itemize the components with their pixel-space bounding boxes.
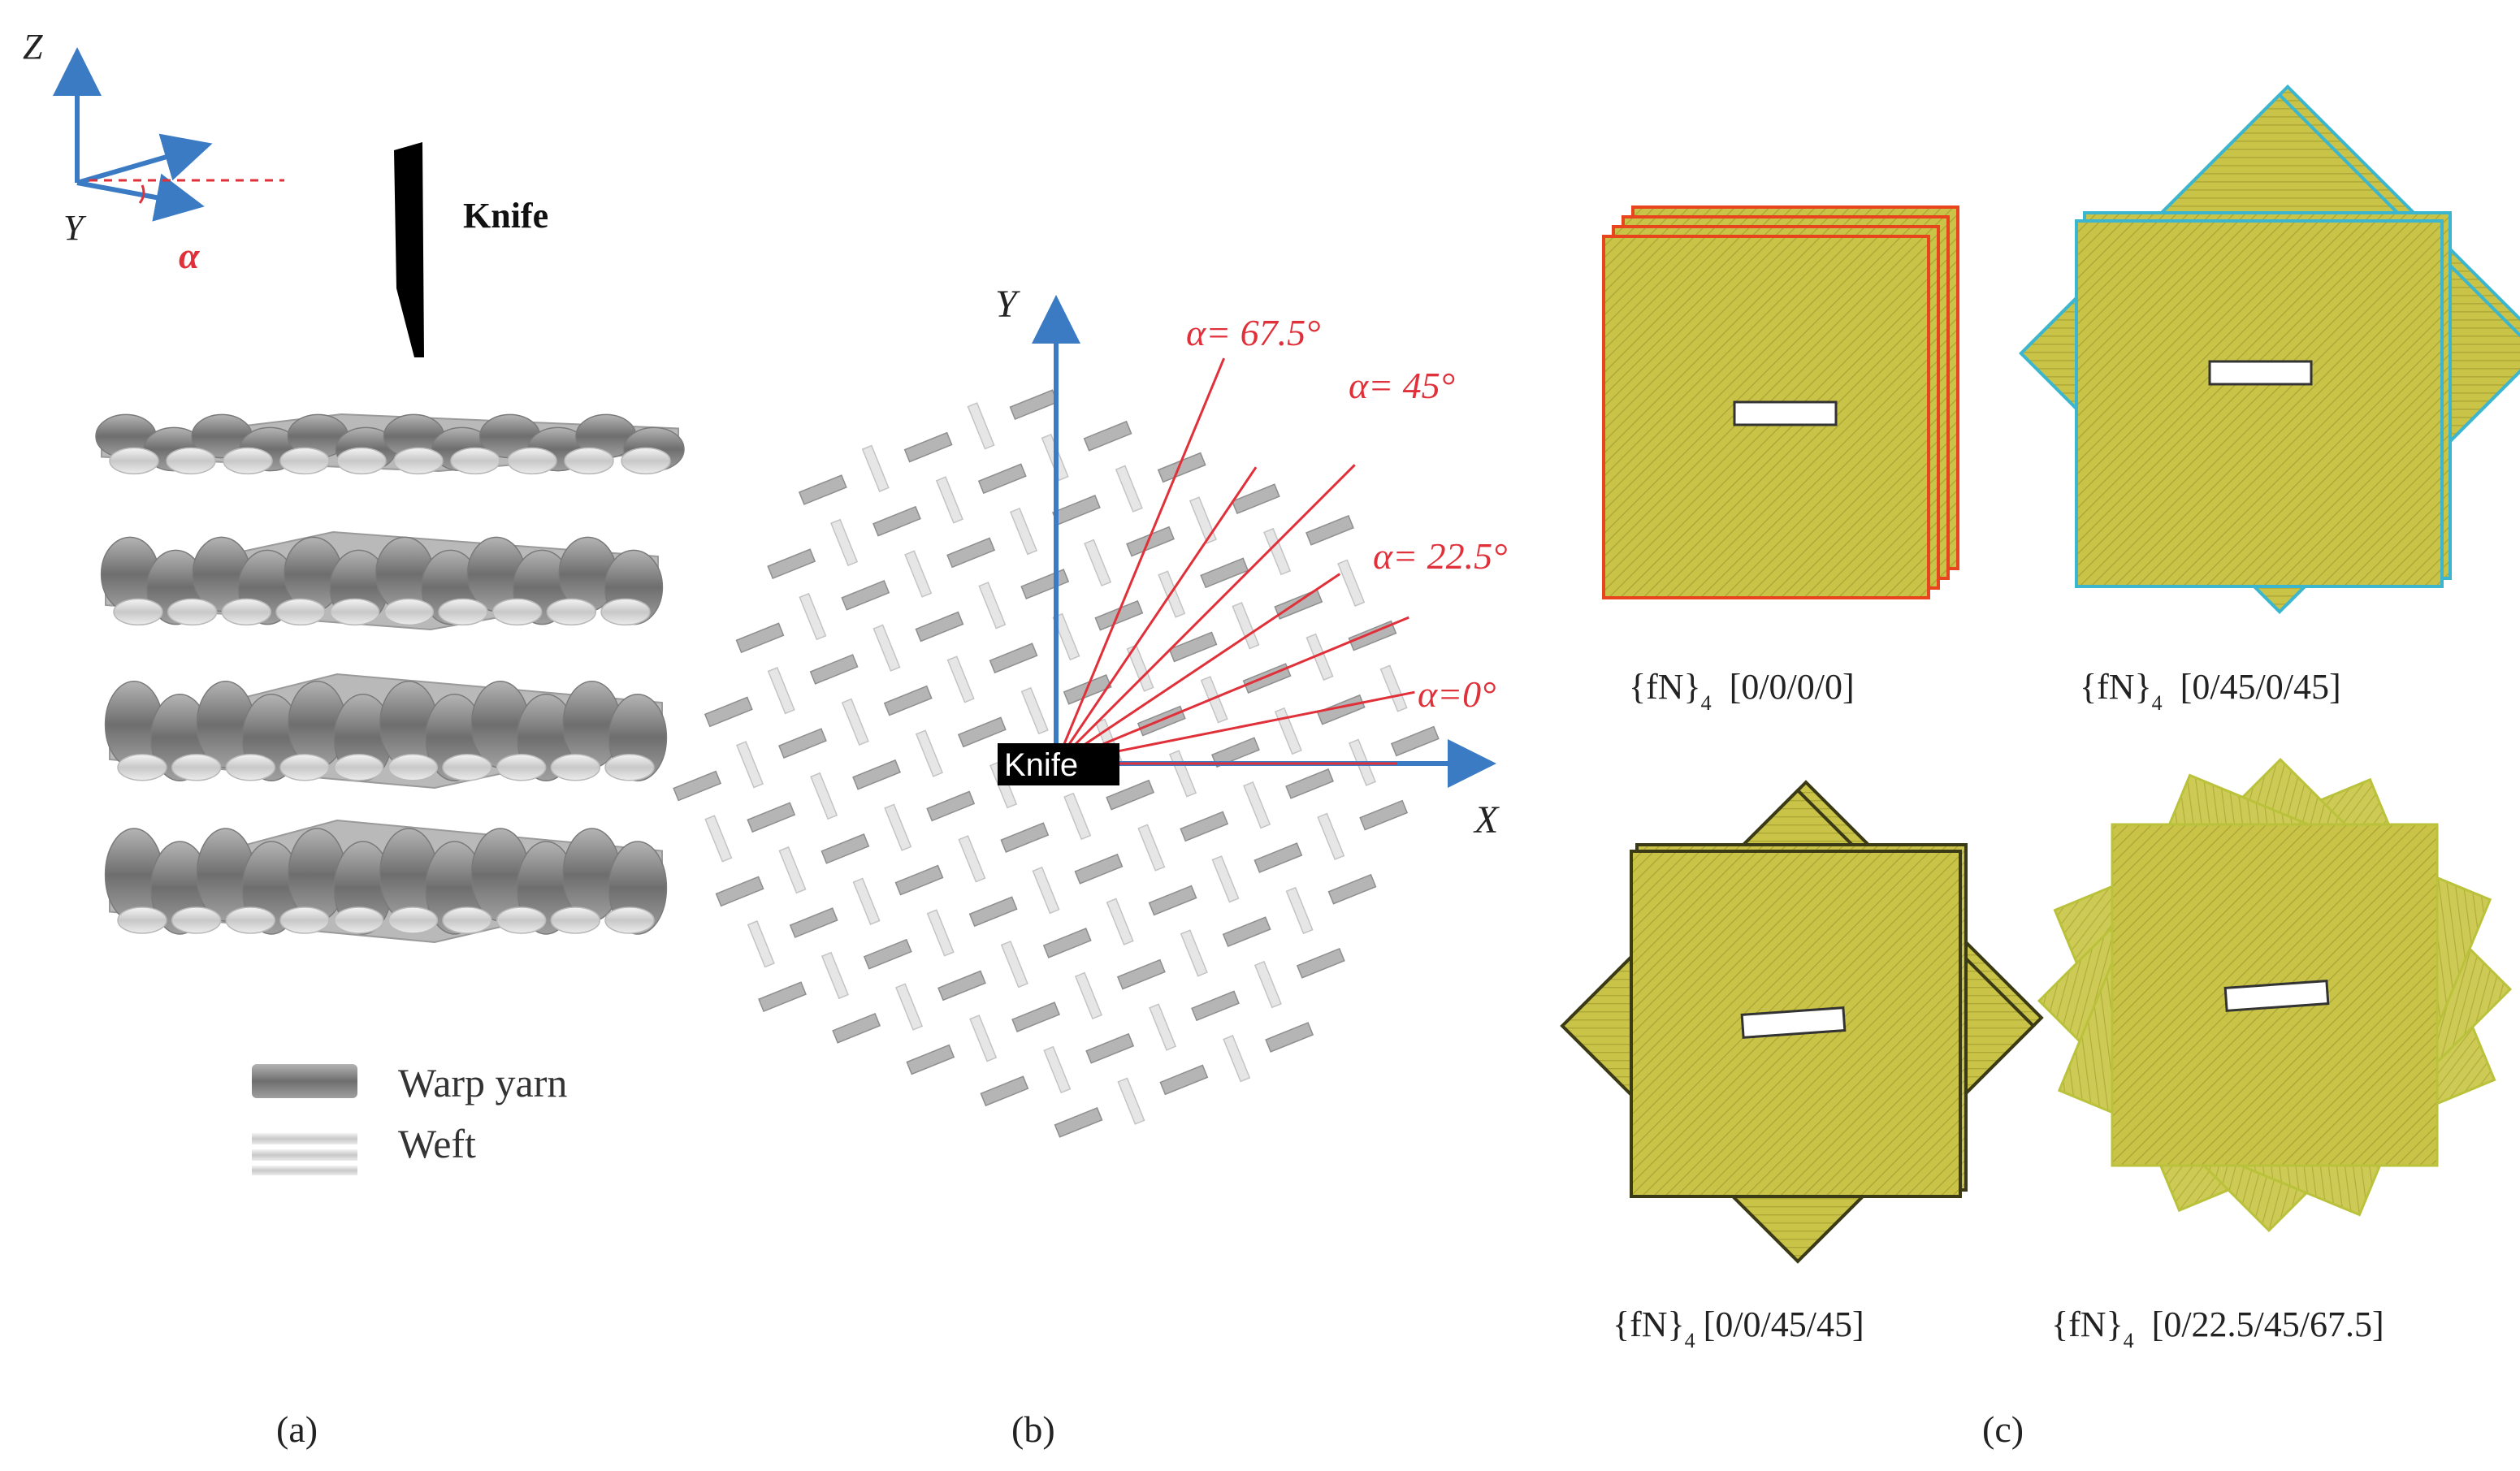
stack-subscript: 4 bbox=[1685, 1329, 1695, 1352]
weft-legend-swatch-3 bbox=[252, 1166, 357, 1175]
cut-slot bbox=[1733, 400, 1838, 426]
stack-label-4: {fN}4 [0/22.5/45/67.5] bbox=[2051, 1304, 2384, 1352]
z-axis-label: Z bbox=[23, 27, 43, 67]
warp-legend-label: Warp yarn bbox=[398, 1060, 567, 1105]
cutting-angle-line-1 bbox=[1054, 357, 1226, 764]
knife-marker-label: Knife bbox=[1004, 747, 1078, 783]
cut-slot bbox=[1740, 1006, 1847, 1039]
stack-subscript: 4 bbox=[1701, 691, 1712, 715]
cut-slot bbox=[2208, 360, 2313, 386]
fabric-layer-stack bbox=[95, 413, 685, 944]
stack-name: {fN} bbox=[1629, 667, 1701, 707]
stack-label-1: {fN}4 [0/0/0/0] bbox=[1629, 667, 1855, 715]
yarn-legend: Warp yarn Weft bbox=[252, 1060, 567, 1175]
stack-name: {fN} bbox=[2080, 667, 2152, 707]
panel-b: Y X α= 67.5° α= 45° α= 22.5° α=0° Knife … bbox=[673, 283, 1508, 1450]
lower-direction-arrow bbox=[76, 173, 205, 222]
stack-subscript: 4 bbox=[2124, 1329, 2134, 1352]
stack-layup: [0/0/0/0] bbox=[1730, 667, 1855, 707]
caption-b: (b) bbox=[1011, 1408, 1055, 1450]
stack-name: {fN} bbox=[2051, 1304, 2124, 1344]
weft-legend-swatch-1 bbox=[252, 1133, 357, 1144]
stack-label-3: {fN}4 [0/0/45/45] bbox=[1613, 1304, 1864, 1352]
stack-0-0-45-45 bbox=[1560, 780, 2044, 1264]
fabric-layer-2 bbox=[100, 530, 664, 631]
alpha-arc bbox=[138, 184, 145, 204]
cutting-angle-line-6 bbox=[1055, 573, 1341, 765]
panel-c: {fN}4[0/0/0/0] {fN}4[0/45/0/45] {fN}4[0/… bbox=[1560, 84, 2520, 1450]
knife-blade bbox=[394, 142, 424, 357]
svg-text:{fN}4[0/22.5/45/67.5]: {fN}4 [0/22.5/45/67.5] bbox=[2051, 1304, 2384, 1352]
stack-0-0-0-0 bbox=[1602, 206, 1959, 599]
y-axis-label: Y bbox=[995, 283, 1020, 326]
angle-label-45: α= 45° bbox=[1349, 365, 1455, 406]
stack-subscript: 4 bbox=[2152, 691, 2163, 715]
weft-legend-label: Weft bbox=[398, 1121, 476, 1166]
angle-label-67-5: α= 67.5° bbox=[1186, 312, 1321, 353]
warp-legend-swatch bbox=[252, 1064, 357, 1098]
alpha-label: α bbox=[179, 235, 201, 276]
cutting-angle-line-5 bbox=[1054, 466, 1258, 764]
stack-layup: [0/0/45/45] bbox=[1704, 1304, 1864, 1344]
svg-text:{fN}4[0/0/45/45]: {fN}4 [0/0/45/45] bbox=[1613, 1304, 1864, 1352]
fabric-layer-1 bbox=[95, 413, 685, 475]
fabric-layer-4 bbox=[104, 819, 668, 944]
cutting-angle-line-2 bbox=[1054, 464, 1356, 765]
panel-a: Z Y α Knife Warp yarn Weft (a) bbox=[23, 27, 685, 1450]
stack-0-45-0-45 bbox=[2018, 84, 2520, 615]
stack-layup: [0/22.5/45/67.5] bbox=[2152, 1304, 2384, 1344]
y-axis-label: Y bbox=[63, 208, 87, 248]
fabric-layer-3 bbox=[104, 673, 668, 790]
caption-a: (a) bbox=[276, 1408, 318, 1450]
rotated-weave-pattern bbox=[673, 389, 1440, 1138]
angle-label-0: α=0° bbox=[1418, 673, 1496, 715]
svg-text:{fN}4[0/45/0/45]: {fN}4 [0/45/0/45] bbox=[2080, 667, 2341, 715]
stack-layup: [0/45/0/45] bbox=[2180, 667, 2341, 707]
knife-marker bbox=[998, 743, 1119, 785]
stack-name: {fN} bbox=[1613, 1304, 1685, 1344]
panel-a-axes: Z Y α bbox=[23, 27, 284, 276]
upper-direction-arrow bbox=[76, 133, 213, 185]
angle-label-22-5: α= 22.5° bbox=[1373, 535, 1508, 577]
svg-text:{fN}4[0/0/0/0]: {fN}4 [0/0/0/0] bbox=[1629, 667, 1855, 715]
knife-label: Knife bbox=[463, 196, 548, 236]
cutting-angle-line-3 bbox=[1055, 616, 1409, 765]
stack-label-2: {fN}4 [0/45/0/45] bbox=[2080, 667, 2341, 715]
stack-0-22-5-45-67-5 bbox=[2037, 757, 2513, 1233]
cut-slot bbox=[2223, 980, 2330, 1012]
caption-c: (c) bbox=[1982, 1408, 2024, 1450]
x-axis-label: X bbox=[1473, 798, 1500, 841]
weft-legend-swatch-2 bbox=[252, 1149, 357, 1161]
